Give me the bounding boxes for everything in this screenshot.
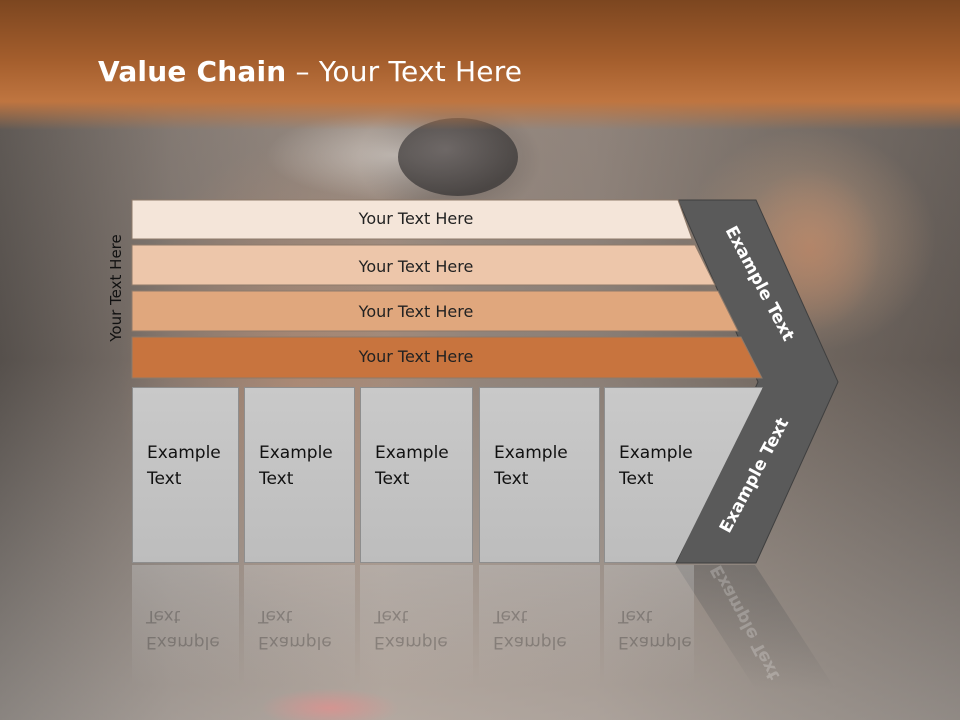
title-band	[0, 0, 960, 130]
box-2-line2: Text	[259, 469, 294, 489]
refl-1-line1: Example	[146, 632, 220, 652]
dumbbell-shape	[398, 118, 518, 196]
refl-2-line2: Text	[258, 606, 293, 626]
box-1-line2: Text	[147, 469, 182, 489]
bar-3-label: Your Text Here	[358, 302, 474, 321]
bar-3	[131, 290, 739, 332]
refl-3-line2: Text	[374, 606, 409, 626]
box-reflection-4: Example Text	[479, 565, 600, 685]
box-reflection-5: Example Text	[604, 565, 694, 685]
box-5-line1: Example	[619, 443, 693, 463]
bar-2	[131, 244, 716, 286]
refl-5-line1: Example	[618, 632, 692, 652]
box-reflection-1: Example Text	[132, 565, 239, 685]
box-2-line1: Example	[259, 443, 333, 463]
slide-title: Value Chain – Your Text Here	[98, 55, 522, 88]
refl-4-line2: Text	[493, 606, 528, 626]
box-3-line1: Example	[375, 443, 449, 463]
refl-4-line1: Example	[493, 632, 567, 652]
box-4-line2: Text	[494, 469, 529, 489]
chevron-arrow	[675, 199, 839, 564]
refl-5-line2: Text	[618, 606, 653, 626]
box-1-line1: Example	[147, 443, 221, 463]
box-reflection-3: Example Text	[360, 565, 473, 685]
box-reflection-2: Example Text	[244, 565, 355, 685]
bar-1-label: Your Text Here	[358, 209, 474, 228]
bar-4	[131, 336, 763, 379]
box-4-line1: Example	[494, 443, 568, 463]
box-5-line2: Text	[619, 469, 654, 489]
refl-1-line2: Text	[146, 606, 181, 626]
bar-2-label: Your Text Here	[358, 257, 474, 276]
bar-4-label: Your Text Here	[358, 347, 474, 366]
box-3-line2: Text	[375, 469, 410, 489]
refl-3-line1: Example	[374, 632, 448, 652]
bar-1	[131, 199, 693, 240]
title-bold: Value Chain	[98, 55, 287, 88]
arrow-reflection	[676, 565, 836, 690]
title-rest: – Your Text Here	[286, 55, 523, 88]
refl-2-line1: Example	[258, 632, 332, 652]
